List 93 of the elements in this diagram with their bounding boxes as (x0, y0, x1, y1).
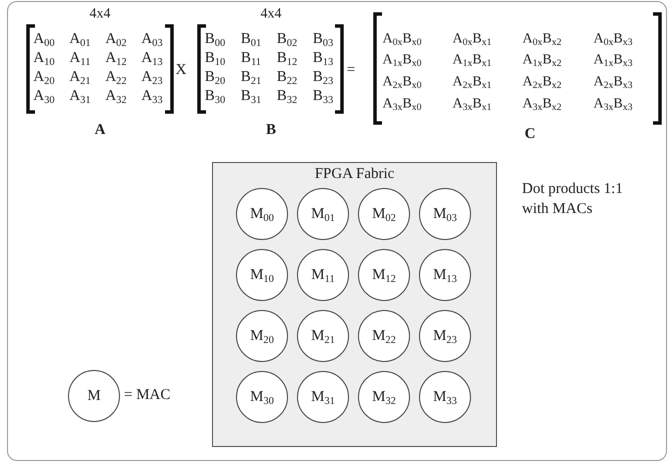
matrix-element: A$_{3x}$B$_{x3}$ (593, 96, 633, 112)
matrix-element: A$_{13}$ (141, 50, 163, 66)
matrix-element: A$_{2x}$B$_{x2}$ (522, 74, 562, 90)
matrix-element: B$_{12}$ (276, 50, 298, 66)
matrix-element: A$_{32}$ (105, 88, 127, 104)
matrix-element: A$_{1x}$B$_{x2}$ (522, 52, 562, 68)
matrix-element: B$_{33}$ (312, 88, 334, 104)
matrix-element: A$_{11}$ (70, 50, 90, 66)
node-label: M (87, 388, 101, 404)
matrix-element: A$_{00}$ (33, 30, 55, 48)
node-label: M$_{22}$ (372, 328, 396, 344)
mac-circle (68, 370, 120, 422)
matrix-element: A$_{01}$ (69, 30, 91, 48)
matrix-element: A$_{1x}$B$_{x0}$ (382, 52, 422, 68)
matrix-element: A$_{2x}$B$_{x3}$ (593, 74, 633, 90)
matrix-element: A$_{33}$ (141, 88, 163, 104)
matrix-element: A$_{30}$ (33, 88, 55, 104)
note-text: Dot products 1:1 with MACs (522, 180, 624, 218)
matrix-element: A$_{0x}$B$_{x0}$ (382, 31, 422, 47)
node-label: M$_{02}$ (372, 206, 396, 222)
matrix-element: B$_{31}$ (240, 88, 262, 104)
matrix-element: A$_{3x}$B$_{x0}$ (382, 96, 422, 112)
mac-circle (419, 371, 471, 423)
dimension-text: 4x4 (90, 6, 110, 22)
matrix-element: A$_{20}$ (33, 68, 55, 86)
matrix-element: B$_{01}$ (240, 30, 262, 48)
matrix-element: B$_{20}$ (204, 68, 226, 86)
matrix-element: A$_{03}$ (141, 30, 163, 48)
fabric-panel (212, 162, 497, 447)
matrix-element: A$_{0x}$B$_{x1}$ (452, 31, 492, 47)
matrix-element: B$_{03}$ (312, 30, 334, 48)
mac-circle (297, 310, 349, 362)
matrix-element: A$_{02}$ (105, 30, 127, 48)
mac-circle (419, 249, 471, 301)
node-label: M$_{03}$ (433, 206, 457, 222)
matrix-element: A$_{0x}$B$_{x3}$ (593, 31, 633, 47)
matrix-element: B$_{21}$ (240, 68, 262, 86)
node-label: M$_{23}$ (433, 328, 457, 344)
matrix-element: B$_{13}$ (312, 50, 334, 66)
node-label: M$_{21}$ (311, 328, 335, 344)
matrix-element: B$_{30}$ (204, 88, 226, 104)
matrix-element: A$_{1x}$B$_{x3}$ (593, 52, 633, 68)
node-label: M$_{33}$ (433, 388, 457, 406)
mac-circle (236, 310, 288, 362)
matrix-element: A$_{1x}$B$_{x1}$ (452, 52, 492, 68)
matrix-element: B$_{11}$ (240, 50, 262, 66)
node-label: M$_{12}$ (372, 266, 396, 284)
node-label: M$_{00}$ (250, 206, 274, 222)
mac-circle (236, 371, 288, 423)
matrix-element: A$_{22}$ (105, 68, 127, 86)
node-label: M$_{32}$ (372, 388, 396, 406)
matrix-element: A$_{12}$ (105, 50, 127, 66)
mac-circle (419, 188, 471, 240)
operator-sign: = (346, 62, 356, 78)
dimension-text: 4x4 (260, 6, 282, 22)
matrix-element: A$_{10}$ (33, 50, 55, 66)
mac-circle (236, 188, 288, 240)
mac-circle (358, 371, 410, 423)
matrix-element: B$_{00}$ (204, 30, 226, 48)
matrix-element: B$_{10}$ (204, 50, 226, 66)
node-label: M$_{31}$ (311, 388, 335, 406)
node-label: M$_{10}$ (250, 266, 274, 284)
matrix-element: A$_{31}$ (69, 88, 91, 104)
matrix-name: B (266, 122, 276, 138)
panel-title: FPGA Fabric (314, 166, 396, 183)
node-label: M$_{13}$ (433, 266, 457, 284)
matrix-element: B$_{22}$ (276, 68, 298, 86)
mac-circle (419, 310, 471, 362)
mac-circle (297, 249, 349, 301)
matrix-element: A$_{3x}$B$_{x1}$ (452, 96, 492, 112)
matrix-element: A$_{3x}$B$_{x2}$ (522, 96, 562, 112)
node-label: M$_{20}$ (250, 328, 274, 344)
mac-circle (297, 188, 349, 240)
mac-circle (297, 371, 349, 423)
matrix-element: B$_{32}$ (276, 88, 298, 104)
operator-sign: X (176, 62, 186, 78)
matrix-element: A$_{2x}$B$_{x0}$ (382, 74, 422, 90)
legend-text: = MAC (124, 387, 170, 404)
mac-circle (358, 310, 410, 362)
matrix-element: B$_{23}$ (312, 68, 334, 86)
node-label: M$_{30}$ (250, 388, 274, 406)
mac-circle (358, 188, 410, 240)
matrix-element: A$_{23}$ (141, 68, 163, 86)
node-label: M$_{11}$ (311, 266, 335, 284)
node-label: M$_{01}$ (311, 206, 335, 222)
matrix-element: A$_{0x}$B$_{x2}$ (522, 31, 562, 47)
matrix-element: A$_{21}$ (69, 68, 91, 86)
matrix-element: A$_{2x}$B$_{x1}$ (452, 74, 492, 90)
matrix-name: C (524, 126, 536, 142)
mac-circle (358, 249, 410, 301)
matrix-name: A (94, 122, 106, 138)
matrix-element: B$_{02}$ (276, 30, 298, 48)
mac-circle (236, 249, 288, 301)
